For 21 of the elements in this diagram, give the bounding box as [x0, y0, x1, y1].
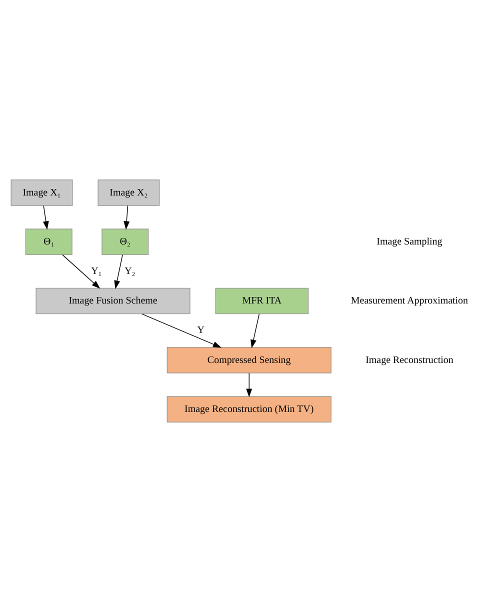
label: Image Reconstruction [366, 354, 454, 366]
node-box: MFR ITA [215, 288, 309, 314]
label: Measurement Approximation [350, 296, 468, 307]
node-box: Image X₂ [98, 180, 160, 206]
arrow [250, 314, 260, 348]
edge-label: Y₁ [91, 266, 102, 278]
node-box: Image Reconstruction (Min TV) [166, 396, 332, 422]
label: Image Sampling [376, 236, 442, 248]
node-box: Image X₁ [10, 180, 73, 206]
arrow [246, 372, 252, 398]
arrow [114, 254, 123, 290]
arrow [142, 314, 222, 348]
arrow [62, 254, 100, 289]
node-box: Θ₁ [25, 228, 72, 256]
node-box: Image Fusion Scheme [36, 288, 190, 314]
node-box: Θ₂ [102, 228, 149, 256]
node-box: Compressed Sensing [166, 346, 332, 374]
arrow [124, 205, 130, 230]
edge-label: Y [197, 325, 204, 336]
arrow [42, 205, 49, 230]
edge-label: Y₂ [124, 266, 136, 278]
